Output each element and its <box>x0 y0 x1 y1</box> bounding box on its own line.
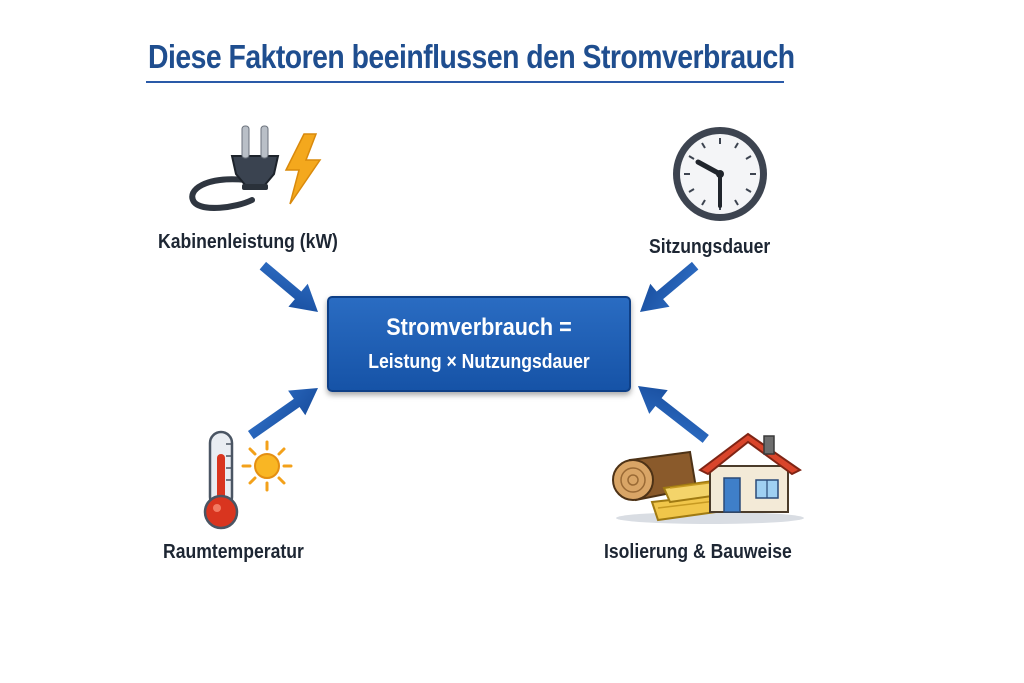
factor-label-insulation: Isolierung & Bauweise <box>604 541 792 563</box>
diagram-title: Diese Faktoren beeinflussen den Stromver… <box>148 38 795 75</box>
formula-box: Stromverbrauch = Leistung × Nutzungsdaue… <box>327 296 631 392</box>
thermometer-sun-icon <box>203 430 293 530</box>
formula-line-2: Leistung × Nutzungsdauer <box>368 351 590 373</box>
arrow-bottom-left <box>247 388 318 440</box>
arrow-top-left <box>259 261 318 312</box>
factor-label-duration: Sitzungsdauer <box>649 236 771 258</box>
arrow-bottom-right <box>638 386 709 443</box>
title-underline <box>146 81 784 83</box>
arrow-top-right <box>640 261 699 312</box>
clock-icon <box>673 127 767 221</box>
factor-label-power: Kabinenleistung (kW) <box>158 231 338 253</box>
formula-line-1: Stromverbrauch = <box>386 314 572 341</box>
factor-label-temperature: Raumtemperatur <box>163 541 304 563</box>
house-insulation-icon <box>612 432 804 524</box>
power-plug-icon <box>189 125 322 211</box>
